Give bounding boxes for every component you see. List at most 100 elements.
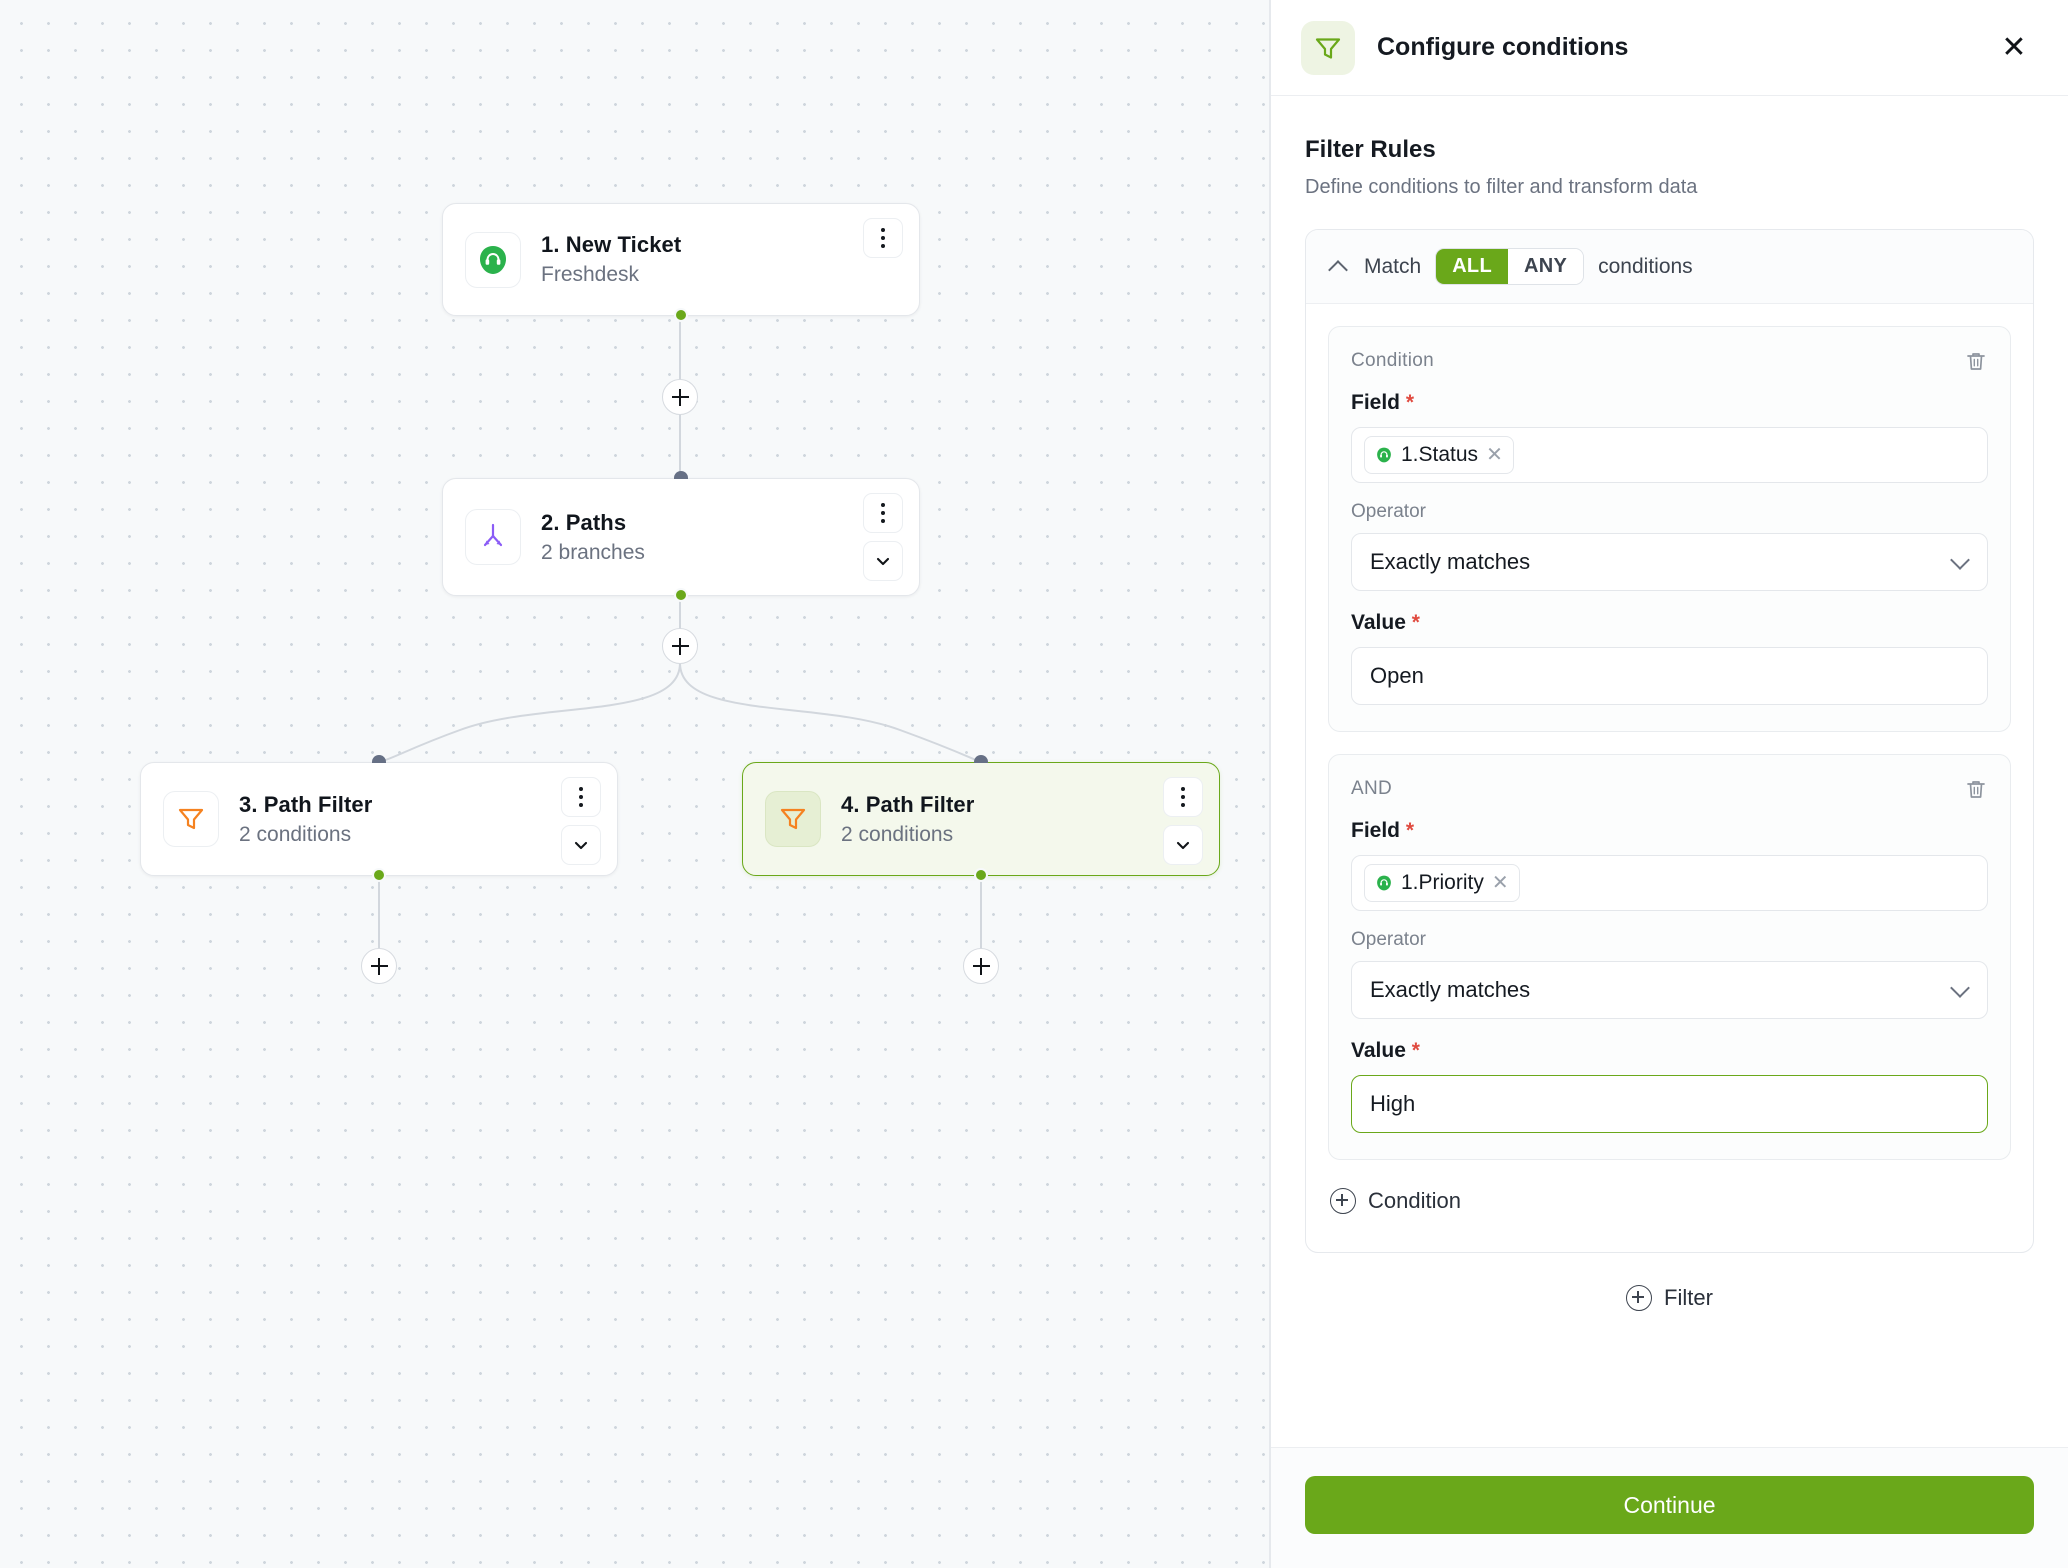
node-actions: [561, 777, 601, 865]
node-input-port: [372, 755, 386, 763]
chevron-up-icon[interactable]: [1328, 256, 1350, 278]
field-label-text: Field: [1351, 391, 1401, 414]
configure-conditions-panel: Configure conditions ✕ Filter Rules Defi…: [1270, 0, 2068, 1568]
operator-select[interactable]: Exactly matches: [1351, 533, 1988, 591]
panel-body: Filter Rules Define conditions to filter…: [1271, 96, 2068, 1447]
plus-circle-icon: [1626, 1285, 1653, 1311]
condition-header-label: Condition: [1351, 350, 1434, 371]
add-step-button-after-new-ticket[interactable]: [662, 379, 698, 415]
node-title: 3. Path Filter: [239, 791, 373, 817]
chevron-down-icon: [574, 841, 588, 850]
field-token-label: 1.Priority: [1401, 871, 1484, 894]
panel-title: Configure conditions: [1377, 33, 1629, 61]
value-input[interactable]: Open: [1351, 647, 1988, 705]
field-label: Field *: [1351, 391, 1988, 415]
value-input[interactable]: High: [1351, 1075, 1988, 1133]
node-output-port[interactable]: [974, 868, 988, 882]
connector-edges: [378, 316, 982, 948]
workflow-node-paths[interactable]: 2. Paths 2 branches: [442, 471, 920, 602]
node-menu-button[interactable]: [561, 777, 601, 817]
kebab-menu-icon: [880, 502, 886, 524]
condition-row: AND Field: [1328, 754, 2011, 1160]
freshdesk-headset-icon: [465, 231, 521, 288]
workflow-node-new-ticket[interactable]: 1. New Ticket Freshdesk: [442, 203, 920, 322]
workflow-canvas[interactable]: 1. New Ticket Freshdesk: [0, 0, 1270, 1568]
condition-logic-label: AND: [1351, 778, 1393, 799]
match-mode-toggle[interactable]: ALL ANY: [1435, 248, 1585, 285]
field-label: Field *: [1351, 819, 1988, 843]
canvas-right-edge: [1269, 0, 1270, 1568]
page-subtitle: Define conditions to filter and transfor…: [1305, 176, 1698, 198]
required-marker: *: [1411, 611, 1420, 634]
value-label: Value *: [1351, 611, 1988, 635]
add-filter-button[interactable]: Filter: [1305, 1285, 2034, 1311]
node-expand-button[interactable]: [561, 825, 601, 865]
close-icon[interactable]: ✕: [2001, 30, 2027, 64]
node-subtitle: 2 conditions: [239, 822, 352, 846]
node-text: 3. Path Filter 2 conditions: [239, 792, 372, 847]
node-menu-button[interactable]: [1163, 777, 1203, 817]
continue-button[interactable]: Continue: [1305, 1476, 2034, 1534]
chevron-down-icon: [1950, 978, 1970, 998]
node-subtitle: Freshdesk: [541, 263, 640, 286]
value-label-text: Value: [1351, 1039, 1406, 1062]
filter-funnel-icon: [163, 791, 219, 847]
node-output-port[interactable]: [674, 308, 688, 322]
close-icon[interactable]: ✕: [1486, 444, 1503, 466]
kebab-menu-icon: [578, 786, 584, 808]
chevron-down-icon: [1176, 841, 1190, 850]
add-condition-label: Condition: [1368, 1188, 1461, 1213]
node-expand-button[interactable]: [1163, 825, 1203, 865]
operator-value: Exactly matches: [1370, 977, 1531, 1002]
operator-label: Operator: [1351, 501, 1426, 522]
required-marker: *: [1411, 1039, 1420, 1062]
match-any-option[interactable]: ANY: [1507, 249, 1584, 284]
field-token-input[interactable]: 1.Status ✕: [1351, 427, 1988, 483]
field-token[interactable]: 1.Status ✕: [1364, 436, 1514, 474]
filter-funnel-icon: [1301, 20, 1355, 75]
add-branch-button[interactable]: [662, 628, 698, 664]
chevron-down-icon: [1950, 550, 1970, 570]
value-text: Open: [1370, 663, 1424, 688]
field-token[interactable]: 1.Priority ✕: [1364, 864, 1520, 902]
node-input-port: [974, 755, 988, 763]
node-text: 4. Path Filter 2 conditions: [841, 792, 974, 847]
node-output-port[interactable]: [372, 868, 386, 882]
panel-footer: Continue: [1271, 1447, 2068, 1568]
field-token-input[interactable]: 1.Priority ✕: [1351, 855, 1988, 911]
operator-value: Exactly matches: [1370, 549, 1531, 574]
add-step-button-after-path-filter-3[interactable]: [361, 948, 397, 984]
page-title: Filter Rules: [1305, 136, 1436, 163]
chevron-down-icon: [876, 557, 890, 566]
add-condition-button[interactable]: Condition: [1328, 1182, 2011, 1230]
operator-label: Operator: [1351, 929, 1426, 950]
node-actions: [1163, 777, 1203, 865]
condition-row: Condition Field: [1328, 326, 2011, 732]
value-text: High: [1370, 1091, 1416, 1116]
match-prefix-label: Match: [1364, 254, 1422, 278]
workflow-node-path-filter-3[interactable]: 3. Path Filter 2 conditions: [140, 755, 618, 882]
node-title: 1. New Ticket: [541, 232, 682, 257]
conditions-list: Condition Field: [1306, 304, 2033, 1252]
add-step-button-after-path-filter-4[interactable]: [963, 948, 999, 984]
node-input-port: [674, 471, 688, 479]
workflow-node-path-filter-4[interactable]: 4. Path Filter 2 conditions: [742, 755, 1220, 882]
node-output-port[interactable]: [674, 588, 688, 602]
trash-icon[interactable]: [1964, 349, 1988, 373]
freshdesk-headset-icon: [1377, 875, 1391, 891]
freshdesk-headset-icon: [1377, 447, 1391, 463]
node-expand-button[interactable]: [863, 541, 903, 581]
node-menu-button[interactable]: [863, 218, 903, 258]
value-label-text: Value: [1351, 611, 1406, 634]
node-menu-button[interactable]: [863, 493, 903, 533]
node-title: 4. Path Filter: [841, 791, 975, 817]
match-all-option[interactable]: ALL: [1436, 249, 1508, 284]
filter-funnel-icon: [765, 791, 821, 847]
trash-icon[interactable]: [1964, 777, 1988, 801]
operator-select[interactable]: Exactly matches: [1351, 961, 1988, 1019]
node-actions: [863, 493, 903, 581]
plus-circle-icon: [1330, 1188, 1356, 1214]
close-icon[interactable]: ✕: [1491, 872, 1509, 894]
node-text: 2. Paths 2 branches: [541, 510, 645, 565]
